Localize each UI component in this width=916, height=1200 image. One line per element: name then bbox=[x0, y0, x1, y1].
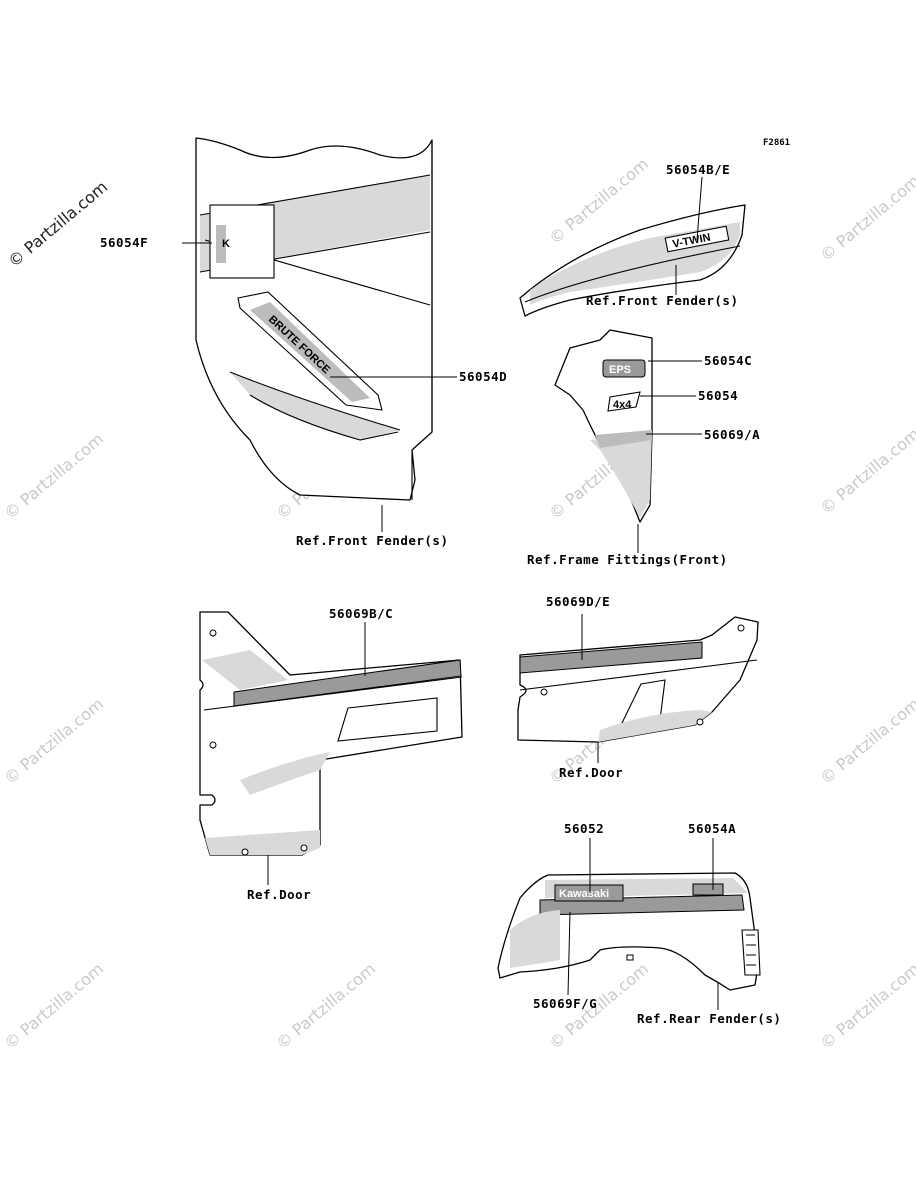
label-56069DE: 56069D/E bbox=[546, 594, 610, 609]
label-ref-frame-fittings: Ref.Frame Fittings(Front) bbox=[527, 552, 728, 567]
label-56054D: 56054D bbox=[459, 369, 507, 384]
label-56069FG: 56069F/G bbox=[533, 996, 597, 1011]
label-56054C: 56054C bbox=[704, 353, 752, 368]
label-56069BC: 56069B/C bbox=[329, 606, 393, 621]
decal-56054 bbox=[607, 391, 641, 412]
decal-56069BC bbox=[233, 659, 462, 707]
frame-fitting: EPS 4x4 bbox=[554, 329, 653, 523]
watermarks: © Partzilla.com © Partzilla.com © Partzi… bbox=[0, 154, 916, 1053]
label-ref-front-fender-right: Ref.Front Fender(s) bbox=[586, 293, 739, 308]
rear-fender: Kawasaki bbox=[497, 872, 761, 991]
label-56054: 56054 bbox=[698, 388, 738, 403]
watermark: © Partzilla.com bbox=[272, 959, 379, 1053]
decal-eps: EPS bbox=[609, 364, 631, 376]
label-56052: 56052 bbox=[564, 821, 604, 836]
door-right bbox=[517, 616, 759, 743]
decal-4x4: 4x4 bbox=[613, 399, 632, 411]
decal-56054A bbox=[692, 883, 724, 896]
watermark: © Partzilla.com bbox=[0, 694, 107, 788]
watermark-dark: © Partzilla.com bbox=[4, 177, 111, 271]
label-56069A: 56069/A bbox=[704, 427, 760, 442]
label-56054A: 56054A bbox=[688, 821, 736, 836]
front-fender-left: K BRUTE FORCE bbox=[195, 137, 433, 501]
decal-56052 bbox=[554, 884, 624, 902]
label-ref-door-left: Ref.Door bbox=[247, 887, 311, 902]
watermark: © Partzilla.com bbox=[816, 424, 916, 518]
decal-logo-k: K bbox=[222, 238, 230, 250]
decal-kawasaki: Kawasaki bbox=[559, 888, 609, 900]
label-ref-door-right: Ref.Door bbox=[559, 765, 623, 780]
watermark: © Partzilla.com bbox=[0, 959, 107, 1053]
label-56054F: 56054F bbox=[100, 235, 148, 250]
label-ref-rear-fender: Ref.Rear Fender(s) bbox=[637, 1011, 781, 1026]
label-ref-front-fender-left: Ref.Front Fender(s) bbox=[296, 533, 449, 548]
label-56054BE: 56054B/E bbox=[666, 162, 730, 177]
watermark: © Partzilla.com bbox=[0, 429, 107, 523]
door-left bbox=[199, 611, 463, 856]
decal-56069DE bbox=[519, 641, 703, 674]
watermark: © Partzilla.com bbox=[816, 694, 916, 788]
watermark: © Partzilla.com bbox=[816, 171, 916, 265]
decal-56054C bbox=[602, 359, 646, 378]
figure-code: F2861 bbox=[763, 138, 790, 148]
watermark: © Partzilla.com bbox=[816, 959, 916, 1053]
